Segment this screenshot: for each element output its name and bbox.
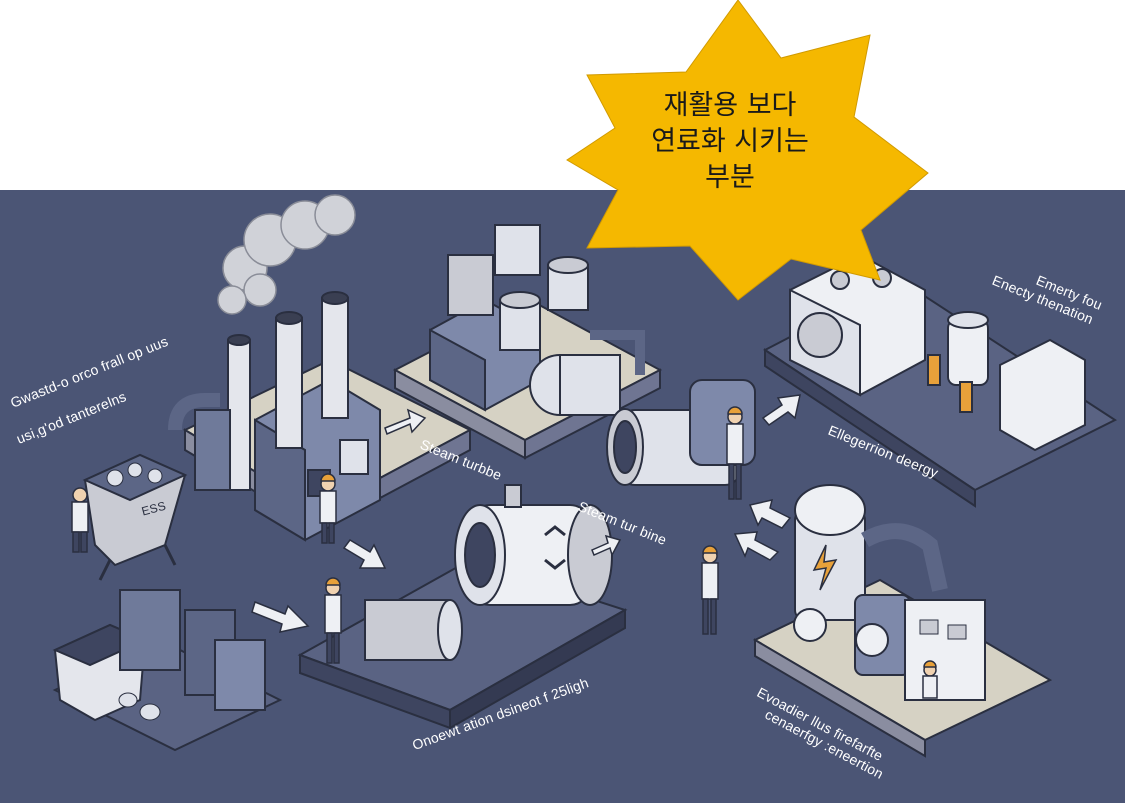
callout-text: 재활용 보다 연료화 시키는 부분 bbox=[600, 88, 860, 196]
smoke-cloud bbox=[217, 194, 356, 315]
boiler-plant bbox=[168, 291, 381, 542]
callout-line-1: 재활용 보다 bbox=[663, 90, 797, 121]
worker-clipboard bbox=[701, 545, 719, 635]
callout-star-burst bbox=[566, 0, 929, 301]
callout-line-3: 부분 bbox=[705, 162, 755, 193]
center-turbine bbox=[364, 484, 613, 661]
sorting-area bbox=[52, 589, 266, 722]
arrow-to-energy bbox=[761, 394, 801, 426]
arrow-sorting bbox=[251, 600, 310, 633]
worker-center bbox=[324, 577, 342, 664]
arrow-to-center bbox=[342, 539, 387, 569]
arrow-to-top-turbine bbox=[384, 408, 427, 436]
generator-unit bbox=[793, 484, 986, 701]
callout-line-2: 연료화 시키는 bbox=[651, 126, 809, 157]
top-turbine-block bbox=[429, 224, 645, 416]
worker-bin bbox=[71, 487, 89, 553]
worker-panel bbox=[922, 660, 938, 699]
energy-room bbox=[789, 253, 1086, 452]
flow-arrows bbox=[251, 394, 801, 633]
arrow-from-generator-2 bbox=[733, 531, 780, 561]
waste-bin bbox=[82, 453, 188, 581]
arrow-from-generator-1 bbox=[748, 498, 792, 529]
workers bbox=[71, 406, 938, 699]
worker-turbine bbox=[726, 406, 744, 500]
lightning-icon bbox=[812, 544, 838, 591]
arrow-center-right bbox=[591, 534, 622, 557]
worker-boiler bbox=[319, 473, 337, 544]
recycle-icon bbox=[544, 525, 566, 570]
